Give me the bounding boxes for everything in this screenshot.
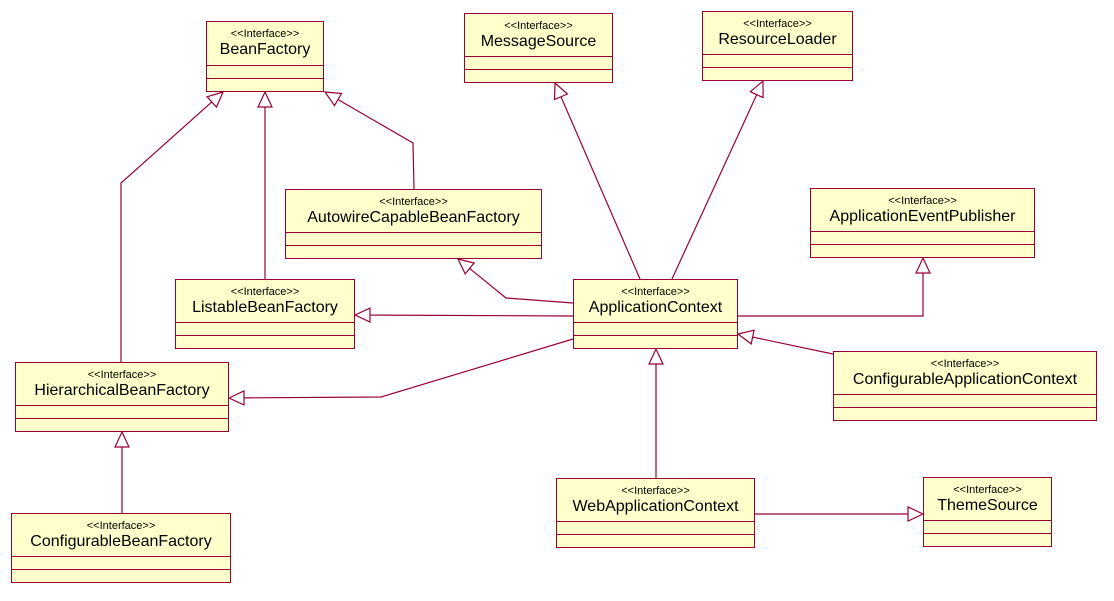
hollow-arrowhead-icon xyxy=(114,430,130,448)
autowire-capable-bean-factory-interface[interactable]: <<Interface>>AutowireCapableBeanFactory xyxy=(285,189,542,259)
interface-name: HierarchicalBeanFactory xyxy=(34,381,210,399)
attributes-compartment xyxy=(465,56,612,69)
connector-line xyxy=(337,99,415,190)
web-application-context-interface[interactable]: <<Interface>>WebApplicationContext xyxy=(556,478,755,548)
stereotype-label: <<Interface>> xyxy=(87,368,157,381)
attributes-compartment xyxy=(557,521,754,534)
attributes-compartment xyxy=(811,231,1034,244)
stereotype-label: <<Interface>> xyxy=(86,519,156,532)
operations-compartment xyxy=(703,67,852,80)
interface-name: ListableBeanFactory xyxy=(192,298,338,316)
hollow-arrowhead-icon xyxy=(553,81,569,101)
interface-name: MessageSource xyxy=(480,32,597,50)
attributes-compartment xyxy=(16,405,228,418)
generalization-autowire-capable-bean-factory-to-bean-factory xyxy=(323,91,415,190)
message-source-interface[interactable]: <<Interface>>MessageSource xyxy=(464,13,613,83)
application-context-interface[interactable]: <<Interface>>ApplicationContext xyxy=(573,279,738,349)
application-event-publisher-interface[interactable]: <<Interface>>ApplicationEventPublisher xyxy=(810,188,1035,258)
hollow-arrowhead-icon xyxy=(206,91,225,109)
stereotype-label: <<Interface>> xyxy=(230,28,300,40)
configurable-application-context-interface[interactable]: <<Interface>>ConfigurableApplicationCont… xyxy=(833,351,1097,421)
hollow-arrowhead-icon xyxy=(907,506,925,522)
operations-compartment xyxy=(286,245,541,258)
connector-line xyxy=(752,336,834,355)
hollow-arrowhead-icon xyxy=(257,90,273,108)
hollow-arrowhead-icon xyxy=(915,256,931,274)
generalization-web-application-context-to-application-context xyxy=(648,347,664,478)
hollow-arrowhead-icon xyxy=(227,389,245,406)
operations-compartment xyxy=(207,78,323,91)
generalization-application-context-to-listable-bean-factory xyxy=(353,307,574,324)
hollow-arrowhead-icon xyxy=(323,91,343,107)
attributes-compartment xyxy=(176,322,354,335)
interface-name: BeanFactory xyxy=(219,41,311,58)
connector-line xyxy=(560,96,641,280)
generalization-configurable-bean-factory-to-hierarchical-bean-factory xyxy=(114,430,130,513)
listable-bean-factory-interface[interactable]: <<Interface>>ListableBeanFactory xyxy=(175,279,355,349)
interface-name: AutowireCapableBeanFactory xyxy=(307,208,520,226)
configurable-bean-factory-interface[interactable]: <<Interface>>ConfigurableBeanFactory xyxy=(11,513,231,583)
interface-name: ApplicationEventPublisher xyxy=(829,207,1016,225)
hollow-arrowhead-icon xyxy=(456,258,476,276)
stereotype-label: <<Interface>> xyxy=(743,17,812,30)
operations-compartment xyxy=(574,335,737,348)
connector-line xyxy=(469,267,574,304)
interface-name: ThemeSource xyxy=(937,496,1038,514)
attributes-compartment xyxy=(207,65,323,78)
attributes-compartment xyxy=(924,520,1051,533)
hollow-arrowhead-icon xyxy=(353,307,371,324)
stereotype-label: <<Interface>> xyxy=(888,194,957,207)
hollow-arrowhead-icon xyxy=(648,347,664,365)
stereotype-label: <<Interface>> xyxy=(930,357,1000,370)
generalization-application-context-to-autowire-capable-bean-factory xyxy=(456,258,574,304)
operations-compartment xyxy=(176,335,354,348)
interface-name: ConfigurableApplicationContext xyxy=(852,370,1078,388)
resource-loader-interface[interactable]: <<Interface>>ResourceLoader xyxy=(702,11,853,81)
operations-compartment xyxy=(834,407,1096,420)
connector-line xyxy=(738,273,924,317)
generalization-hierarchical-bean-factory-to-bean-factory xyxy=(120,91,225,362)
stereotype-label: <<Interface>> xyxy=(379,195,448,208)
connector-line xyxy=(243,338,574,399)
bean-factory-interface[interactable]: <<Interface>>BeanFactory xyxy=(206,21,324,92)
attributes-compartment xyxy=(574,322,737,335)
generalization-application-context-to-application-event-publisher xyxy=(738,256,931,317)
operations-compartment xyxy=(924,533,1051,546)
connector-line xyxy=(369,314,574,317)
interface-name: ConfigurableBeanFactory xyxy=(30,532,212,550)
stereotype-label: <<Interface>> xyxy=(621,285,690,298)
connector-line xyxy=(120,101,213,362)
stereotype-label: <<Interface>> xyxy=(621,484,690,497)
theme-source-interface[interactable]: <<Interface>>ThemeSource xyxy=(923,477,1052,547)
interface-name: ResourceLoader xyxy=(718,30,837,48)
stereotype-label: <<Interface>> xyxy=(230,285,300,298)
operations-compartment xyxy=(811,244,1034,257)
attributes-compartment xyxy=(12,556,230,569)
attributes-compartment xyxy=(703,54,852,67)
interface-name: ApplicationContext xyxy=(588,298,723,316)
stereotype-label: <<Interface>> xyxy=(953,483,1022,496)
generalization-configurable-application-context-to-application-context xyxy=(736,329,834,355)
generalization-listable-bean-factory-to-bean-factory xyxy=(257,90,273,279)
stereotype-label: <<Interface>> xyxy=(504,19,573,32)
hollow-arrowhead-icon xyxy=(749,79,764,99)
hierarchical-bean-factory-interface[interactable]: <<Interface>>HierarchicalBeanFactory xyxy=(15,362,229,432)
generalization-application-context-to-hierarchical-bean-factory xyxy=(227,338,574,406)
operations-compartment xyxy=(12,569,230,582)
hollow-arrowhead-icon xyxy=(736,329,755,345)
generalization-web-application-context-to-theme-source xyxy=(755,506,925,522)
operations-compartment xyxy=(465,69,612,82)
generalization-application-context-to-message-source xyxy=(553,81,641,280)
attributes-compartment xyxy=(834,394,1096,407)
operations-compartment xyxy=(16,418,228,431)
connector-line xyxy=(671,94,758,280)
interface-name: WebApplicationContext xyxy=(572,497,739,515)
attributes-compartment xyxy=(286,232,541,245)
operations-compartment xyxy=(557,534,754,547)
generalization-application-context-to-resource-loader xyxy=(671,79,764,280)
